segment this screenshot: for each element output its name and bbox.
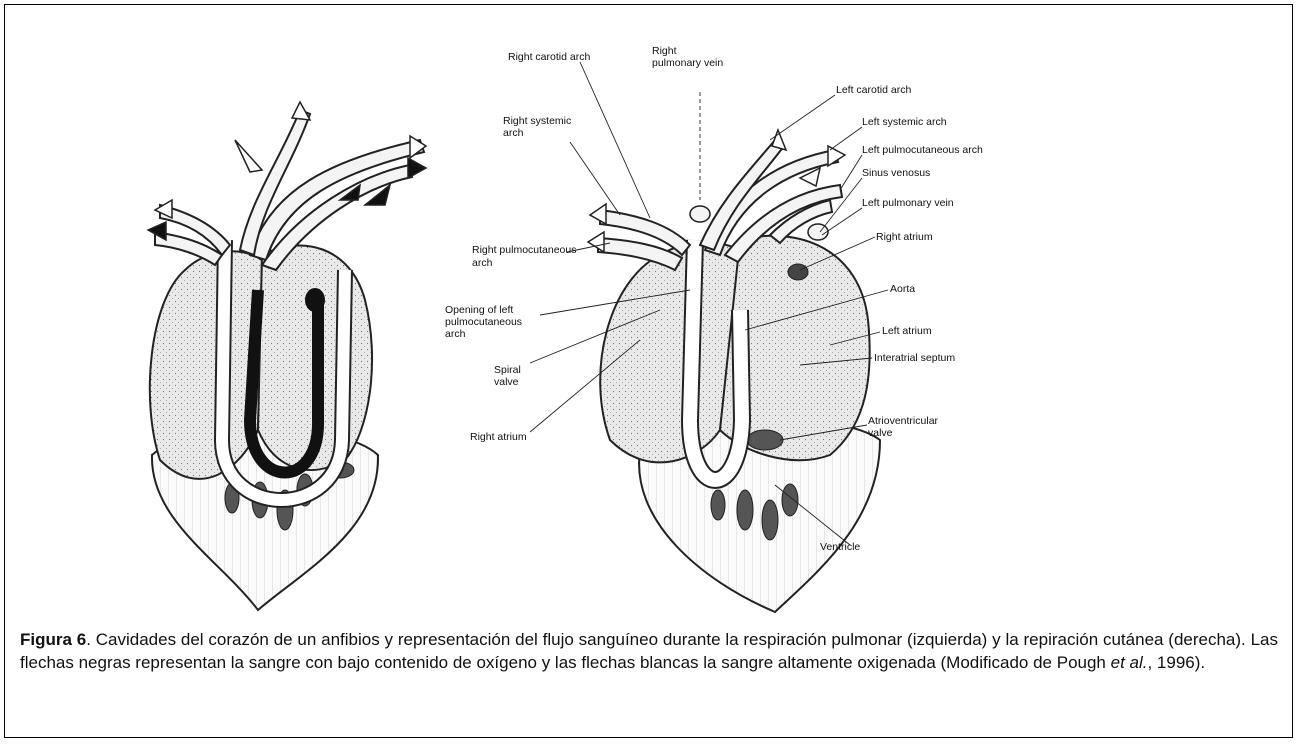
label-right-pulmonary-vein-1: Right	[652, 45, 677, 57]
label-left-systemic-arch: Left systemic arch	[862, 116, 947, 128]
label-aorta: Aorta	[890, 283, 915, 295]
left-right-atrium	[150, 251, 262, 479]
figure-caption: Figura 6. Cavidades del corazón de un an…	[20, 628, 1278, 674]
label-ventricle: Ventricle	[820, 541, 860, 553]
label-opening-1: Opening of left	[445, 304, 513, 316]
label-right-pulmonary-vein-2: pulmonary vein	[652, 57, 723, 69]
label-right-systemic-arch-1: Right systemic	[503, 115, 571, 127]
label-left-pulmonary-vein: Left pulmonary vein	[862, 197, 954, 209]
label-right-atrium-top: Right atrium	[876, 231, 933, 243]
label-right-systemic-arch-2: arch	[503, 127, 524, 139]
label-opening-2: pulmocutaneous	[445, 316, 522, 328]
left-heart	[148, 102, 426, 610]
heart-diagram: Right carotid arch Right pulmonary vein …	[0, 0, 1299, 620]
label-spiral-valve-2: valve	[494, 376, 519, 388]
label-right-carotid-arch: Right carotid arch	[508, 51, 590, 63]
label-opening-3: arch	[445, 328, 466, 340]
label-left-pulmocutaneous-arch: Left pulmocutaneous arch	[862, 144, 983, 156]
label-right-pulmocutaneous-arch-1: Right pulmocutaneous	[472, 244, 576, 256]
label-av-valve-1: Atrioventricular	[868, 415, 939, 427]
right-right-atrium	[600, 242, 740, 462]
label-spiral-valve-1: Spiral	[494, 364, 521, 376]
label-av-valve-2: valve	[868, 427, 893, 439]
caption-text-2: , 1996).	[1147, 653, 1205, 672]
label-left-carotid-arch: Left carotid arch	[836, 84, 911, 96]
label-right-atrium-bottom: Right atrium	[470, 431, 527, 443]
label-interatrial-septum: Interatrial septum	[874, 352, 955, 364]
caption-et-al: et al.	[1111, 653, 1148, 672]
right-heart	[588, 130, 880, 612]
caption-figure-label: Figura 6	[20, 630, 86, 649]
label-left-atrium: Left atrium	[882, 325, 932, 337]
label-right-pulmocutaneous-arch-2: arch	[472, 257, 493, 269]
label-sinus-venosus: Sinus venosus	[862, 167, 930, 179]
caption-text-1: . Cavidades del corazón de un anfibios y…	[20, 630, 1278, 672]
